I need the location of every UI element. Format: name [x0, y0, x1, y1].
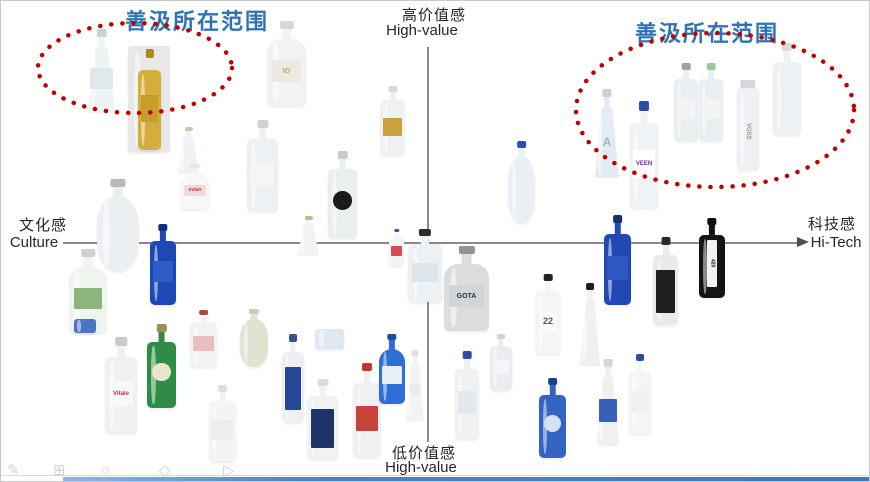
axis-label-top-en: High-value [386, 22, 458, 39]
slide-bottom-border [1, 475, 869, 476]
evisca-bottle [209, 385, 236, 461]
target-range-title-left: 善汲所在范围 [125, 9, 270, 35]
red-label-bottle [190, 310, 217, 367]
kelzai-bottle [380, 86, 405, 155]
twentytwo-bottle: 22 [536, 274, 560, 354]
h2o-420-bottle: 420 [699, 218, 725, 298]
small-flask-bottle [297, 216, 320, 256]
lacqua-bottle [629, 354, 651, 434]
voss-bottle: VOSS [737, 80, 759, 170]
green-carafe [240, 309, 268, 367]
progress-bar [63, 477, 869, 481]
blue-mountain-bottle [379, 334, 405, 404]
swirl-logo-bottle [405, 350, 425, 422]
mini-blue-pouch [74, 319, 96, 333]
flared-tall-bottle [773, 43, 801, 135]
soulful-bottle-right [699, 63, 723, 141]
blue-panel-bottle [282, 334, 304, 422]
antipodes-bottle [328, 151, 357, 238]
right-arrow-icon [797, 237, 809, 247]
navy-label-bottle [307, 379, 338, 459]
vitale-bottle: Vitale [105, 337, 137, 433]
craig-bottle [455, 351, 479, 439]
swingtop-blue-bottle [508, 141, 535, 223]
lasso-icon[interactable]: ○ [101, 462, 111, 479]
target-range-title-right: 善汲所在范围 [635, 21, 780, 47]
plinius-red-bottle [353, 363, 381, 457]
crystal-taper-bottle [87, 29, 116, 113]
horizontal-axis [63, 242, 799, 244]
pointer-icon[interactable]: ▷ [223, 462, 235, 479]
soulful-bottle-left [674, 63, 698, 141]
mini-horizontal-flask [315, 329, 344, 349]
blackneck-taper-bottle [579, 283, 601, 366]
keyboard-icon[interactable]: ⊞ [53, 462, 66, 479]
skilde-bottle [490, 334, 512, 390]
signature-bottle [408, 229, 442, 302]
io-bottle: IO [267, 21, 306, 106]
axis-label-bottom-en: High-value [385, 459, 457, 476]
vila-blue-bottle [539, 378, 566, 458]
gota-bottle: GOTA [444, 246, 489, 331]
eraser-icon[interactable]: ◇ [159, 462, 171, 479]
pen-icon[interactable]: ✎ [7, 462, 20, 479]
darksleeve-bottle [653, 237, 678, 325]
axis-label-left-en: Culture [9, 234, 59, 251]
a-letter-bottle: A [594, 89, 620, 178]
axis-label-top-zh: 高价值感 [401, 7, 467, 24]
philippe-blue-bottle [604, 215, 631, 305]
white-oval-bottle [97, 179, 139, 271]
veen-bottle: VEEN [630, 101, 658, 208]
lurisia-bottle [247, 120, 278, 211]
axis-label-bottom-zh: 低价值感 [391, 445, 457, 462]
evian-mini-bottle: evian [180, 164, 210, 209]
axis-label-left-zh: 文化感 [18, 217, 68, 234]
hawaii-blue-bottle [150, 224, 176, 305]
green-glass-bottle [147, 324, 176, 408]
clear-taper-bottle [596, 359, 620, 446]
mini-bluecap-bottle [389, 229, 404, 266]
axis-label-right-en: Hi-Tech [810, 234, 862, 251]
axis-label-right-zh: 科技感 [807, 216, 857, 233]
